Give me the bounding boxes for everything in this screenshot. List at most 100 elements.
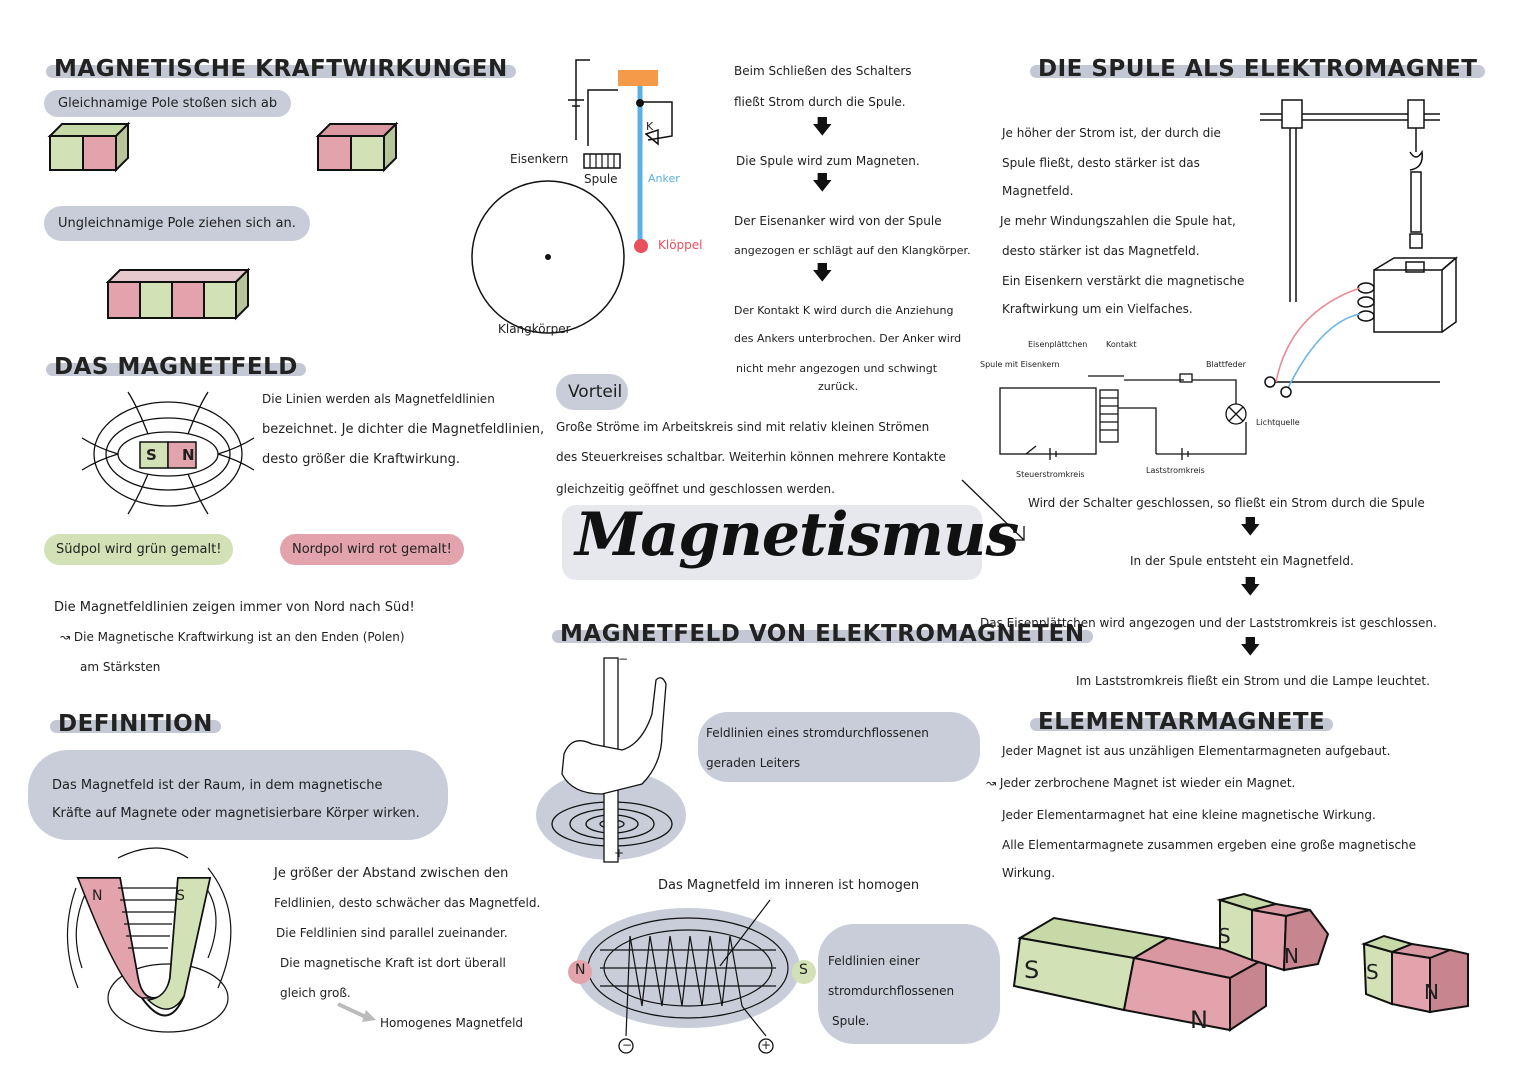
bell-step-3: Die Spule wird zum Magneten. [736, 154, 920, 168]
note-feldlinien-richtung: Die Magnetfeldlinien zeigen immer von No… [54, 600, 415, 615]
box-leiter-line-1: Feldlinien eines stromdurchflossenen [706, 726, 929, 740]
vorteil-line-3: gleichzeitig geöffnet und geschlossen we… [556, 482, 835, 496]
note-staerksten: am Stärksten [80, 660, 161, 674]
pill-suedpol: Südpol wird grün gemalt! [44, 534, 234, 565]
bell-step-9: zurück. [818, 380, 859, 393]
heading-elementarmagnete: ELEMENTARMAGNETE [1030, 709, 1334, 735]
pill-gleichnamige: Gleichnamige Pole stoßen sich ab [44, 90, 292, 117]
homogen-label: Homogenes Magnetfeld [380, 1016, 524, 1030]
coil-field-diagram [568, 899, 816, 1054]
relay-label-kontakt: Kontakt [1106, 340, 1137, 349]
vorteil-label: Vorteil [568, 382, 623, 402]
spule-line-3: Magnetfeld. [1002, 184, 1074, 198]
small1-n: N [1284, 944, 1299, 968]
bell-label-anker: Anker [648, 172, 680, 185]
box-spule [818, 924, 1000, 1044]
vorteil-arrow [961, 479, 1025, 541]
relay-arrow-2: 🡇 [1240, 574, 1261, 598]
box-spule-line-2: stromdurchflossenen [828, 984, 955, 998]
definition-line-2: Feldlinien, desto schwächer das Magnetfe… [274, 896, 541, 910]
box-spule-line-3: Spule. [832, 1014, 870, 1028]
bell-arrow-3: 🡇 [812, 260, 833, 284]
heading-kraftwirkungen: MAGNETISCHE KRAFTWIRKUNGEN [46, 56, 516, 82]
relay-arrow-1: 🡇 [1240, 514, 1261, 538]
bell-label-k: K [646, 120, 654, 133]
broken-magnets-diagram [1012, 892, 1469, 1032]
elementar-line-4: Alle Elementarmagnete zusammen ergeben e… [1002, 838, 1417, 852]
box-leiter [698, 712, 980, 782]
definition-box [28, 750, 448, 840]
box-spule-line-1: Feldlinien einer [828, 954, 920, 968]
relay-circuit-diagram [999, 373, 1247, 460]
vorteil-line-1: Große Ströme im Arbeitskreis sind mit re… [556, 420, 930, 434]
magnetfeld-text-3: desto größer die Kraftwirkung. [262, 452, 460, 467]
box-leiter-line-2: geraden Leiters [706, 756, 801, 770]
coil-n-label: N [575, 962, 586, 978]
magnet-pair-repel [47, 121, 399, 173]
horseshoe-n-label: N [92, 888, 103, 904]
definition-line-3: Die Feldlinien sind parallel zueinander. [276, 926, 508, 940]
elementar-line-3: Jeder Elementarmagnet hat eine kleine ma… [1002, 808, 1376, 822]
relay-step-3: Das Eisenplättchen wird angezogen und de… [980, 616, 1437, 630]
spule-line-4: Je mehr Windungszahlen die Spule hat, [1000, 214, 1236, 228]
coil-s-label: S [799, 962, 808, 978]
big-magnet-n: N [1190, 1006, 1208, 1034]
elementar-line-2: ↝ Jeder zerbrochene Magnet ist wieder ei… [986, 776, 1296, 790]
definition-text-1: Das Magnetfeld ist der Raum, in dem magn… [52, 778, 383, 793]
elementar-line-5: Wirkung. [1002, 866, 1056, 880]
bell-step-1: Beim Schließen des Schalters [734, 64, 912, 78]
note-kraftwirkung-pole: ↝ Die Magnetische Kraftwirkung ist an de… [60, 630, 405, 644]
magnetfeld-text-1: Die Linien werden als Magnetfeldlinien [262, 392, 495, 406]
pill-ungleichnamige: Ungleichnamige Pole ziehen sich an. [44, 206, 310, 241]
heading-elektromagnete: MAGNETFELD VON ELEKTROMAGNETEN [552, 621, 1093, 647]
bar-magnet-s-label: S [146, 446, 157, 464]
bell-step-5: angezogen er schlägt auf den Klangkörper… [734, 244, 971, 257]
magnet-row-attract [105, 267, 251, 321]
relay-label-spule-eisenkern: Spule mit Eisenkern [980, 360, 1060, 369]
conductor-field-diagram [551, 657, 673, 863]
bell-step-6: Der Kontakt K wird durch die Anziehung [734, 304, 954, 317]
horseshoe-s-label: S [176, 888, 185, 904]
heading-spule: DIE SPULE ALS ELEKTROMAGNET [1030, 56, 1486, 82]
definition-line-1: Je größer der Abstand zwischen den [274, 866, 509, 881]
bell-arrow-2: 🡇 [812, 170, 833, 194]
bell-step-2: fließt Strom durch die Spule. [734, 95, 906, 109]
pill-nordpol: Nordpol wird rot gemalt! [280, 534, 464, 565]
spule-line-5: desto stärker ist das Magnetfeld. [1002, 244, 1200, 258]
relay-arrow-3: 🡇 [1240, 634, 1261, 658]
coil-minus: − [622, 1038, 633, 1052]
relay-step-1: Wird der Schalter geschlossen, so fließt… [1028, 496, 1425, 510]
relay-label-eisenplaettchen: Eisenplättchen [1028, 340, 1088, 349]
bell-step-4: Der Eisenanker wird von der Spule [734, 214, 942, 228]
definition-text-2: Kräfte auf Magnete oder magnetisierbare … [52, 806, 420, 821]
magnetfeld-text-2: bezeichnet. Je dichter die Magnetfeldlin… [262, 422, 545, 437]
coil-plus: + [761, 1038, 772, 1052]
bell-label-kloeppel: Klöppel [658, 238, 703, 252]
bell-label-klangkoerper: Klangkörper [498, 322, 571, 336]
spule-line-2: Spule fließt, desto stärker ist das [1002, 156, 1200, 170]
elementar-line-1: Jeder Magnet ist aus unzähligen Elementa… [1002, 744, 1391, 758]
bell-diagram [471, 59, 673, 334]
relay-step-4: Im Laststromkreis fließt ein Strom und d… [1076, 674, 1430, 688]
big-magnet-s: S [1024, 956, 1040, 984]
vorteil-badge [556, 374, 628, 410]
bar-magnet-field-diagram [81, 391, 255, 515]
relay-label-laststromkreis: Laststromkreis [1146, 466, 1205, 475]
bar-magnet-n-label: N [182, 446, 195, 464]
definition-line-4: Die magnetische Kraft ist dort überall [280, 956, 506, 970]
heading-definition: DEFINITION [50, 711, 221, 737]
horseshoe-magnet-diagram [66, 847, 232, 1033]
small2-n: N [1424, 980, 1439, 1004]
relay-label-blattfeder: Blattfeder [1206, 360, 1246, 369]
small1-s: S [1218, 924, 1231, 948]
electromagnet-stand-diagram [1260, 99, 1459, 398]
spule-line-7: Kraftwirkung um ein Vielfaches. [1002, 302, 1193, 316]
conductor-minus: − [618, 652, 629, 666]
conductor-plus: + [614, 846, 625, 860]
bell-step-7: des Ankers unterbrochen. Der Anker wird [734, 332, 962, 345]
relay-label-steuerstromkreis: Steuerstromkreis [1016, 470, 1085, 479]
spule-line-1: Je höher der Strom ist, der durch die [1002, 126, 1221, 140]
title-background [562, 505, 982, 580]
homogen-arrow [337, 1002, 376, 1022]
heading-magnetfeld: DAS MAGNETFELD [46, 354, 306, 380]
